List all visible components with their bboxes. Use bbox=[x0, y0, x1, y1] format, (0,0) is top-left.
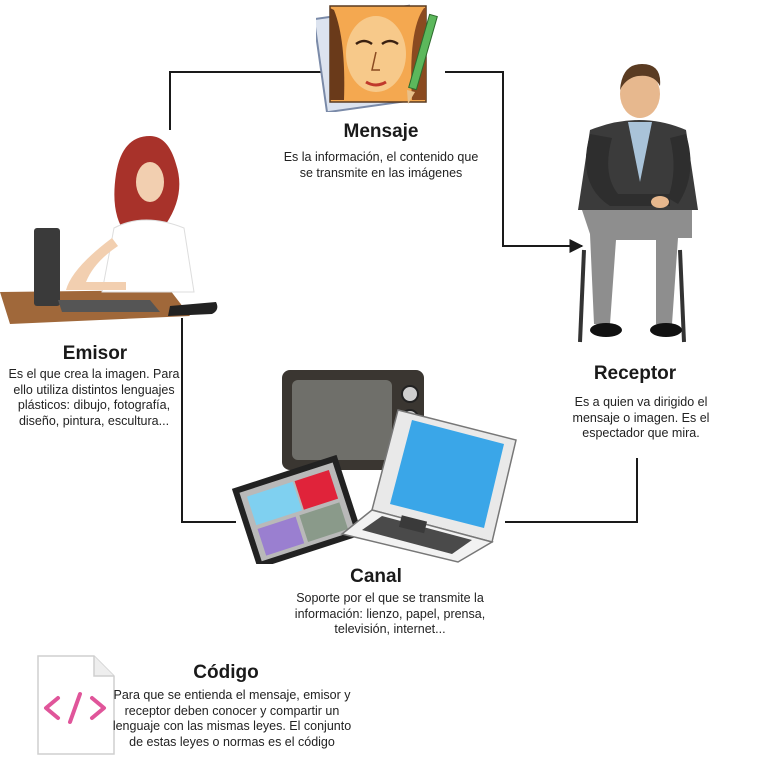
line-mensaje-to-receptor bbox=[445, 71, 584, 253]
code-icon bbox=[37, 655, 115, 755]
emisor-title: Emisor bbox=[62, 343, 128, 364]
codigo-description: Para que se entienda el mensaje, emisor … bbox=[112, 688, 352, 749]
tv-laptop-media-icon bbox=[231, 370, 517, 564]
line-emisor-to-canal bbox=[181, 318, 236, 523]
receptor-title: Receptor bbox=[593, 363, 677, 384]
canal-description: Soporte por el que se transmite la infor… bbox=[294, 591, 486, 636]
line-emisor-to-mensaje bbox=[169, 71, 330, 130]
canal-title: Canal bbox=[350, 566, 402, 587]
code-document bbox=[36, 654, 116, 756]
codigo-title: Código bbox=[193, 662, 259, 683]
mensaje-title: Mensaje bbox=[343, 121, 419, 142]
mensaje-description: Es la información, el contenido que se t… bbox=[283, 150, 479, 180]
emisor-description: Es el que crea la imagen. Para ello util… bbox=[8, 367, 180, 428]
receptor-description: Es a quien va dirigido el mensaje o imag… bbox=[572, 395, 710, 440]
line-canal-to-receptor bbox=[505, 458, 638, 523]
woman-at-laptop-icon bbox=[0, 136, 218, 324]
portrait-drawing-icon bbox=[316, 4, 438, 112]
seated-man-icon bbox=[578, 64, 698, 343]
